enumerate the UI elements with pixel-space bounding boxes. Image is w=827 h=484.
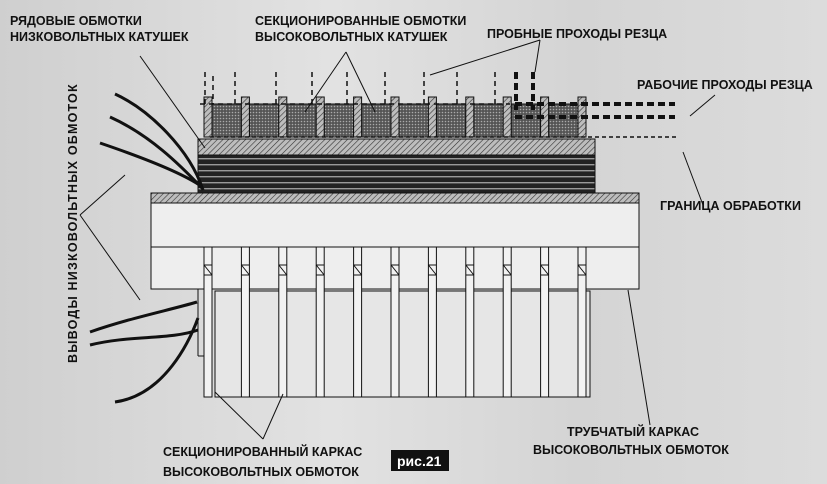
sectioned-frame-fins [203,246,587,398]
fin [502,246,512,398]
hv-section-flange [240,96,250,138]
hv-coil-section [361,103,392,138]
hv-section-flange [203,96,213,138]
fin [465,246,475,398]
figure-number: рис.21 [397,453,442,469]
label-lv-windings-1: РЯДОВЫЕ ОБМОТКИ [10,14,142,28]
hv-coil-section [548,103,579,138]
hv-coil-section [248,103,280,138]
fin [278,246,288,398]
fin-notch [390,264,400,276]
hv-coil-section [211,103,242,138]
fin-notch [315,264,325,276]
hv-coil-section [473,103,504,138]
hv-section-flange [465,96,475,138]
fin-notch [278,264,288,276]
fin-notch [577,264,587,276]
hv-section-flange [390,96,400,138]
fin [390,246,400,398]
hv-section-flange [315,96,325,138]
label-test-passes: ПРОБНЫЕ ПРОХОДЫ РЕЗЦА [487,27,667,41]
label-tubular-frame-1: ТРУБЧАТЫЙ КАРКАС [567,424,699,439]
fin [353,246,363,398]
hv-section-flange [353,96,363,138]
fin [315,246,325,398]
label-sectioned-frame-2: ВЫСОКОВОЛЬТНЫХ ОБМОТОК [163,465,359,479]
fin-notch [465,264,475,276]
lv-coil-windings [197,154,596,194]
label-hv-windings-1: СЕКЦИОНИРОВАННЫЕ ОБМОТКИ [255,14,466,28]
hv-coil-section [435,103,467,138]
label-lv-windings-2: НИЗКОВОЛЬТНЫХ КАТУШЕК [10,30,189,44]
figure-number-box [391,450,449,471]
fin [577,246,587,398]
hv-section-flange [427,96,437,138]
hv-section-flange [278,96,288,138]
label-sectioned-frame-1: СЕКЦИОНИРОВАННЫЙ КАРКАС [163,444,362,459]
hv-section-flange [502,96,512,138]
fin-notch [353,264,362,276]
lv-coil-top-plate [197,138,596,156]
fin-notch [428,264,437,276]
hv-coil-section [323,103,355,138]
label-tubular-frame-2: ВЫСОКОВОЛЬТНЫХ ОБМОТОК [533,443,729,457]
label-work-passes: РАБОЧИЕ ПРОХОДЫ РЕЗЦА [637,78,813,92]
fin-notch [540,264,549,276]
lv-lead-wires [89,92,205,404]
fin [203,246,213,398]
fin-notch [241,264,250,276]
hv-coil-section [286,103,317,138]
fin [427,246,437,398]
leader-lines [79,39,716,440]
fin-notch [203,264,213,276]
fin [540,246,550,398]
label-hv-windings-2: ВЫСОКОВОЛЬТНЫХ КАТУШЕК [255,30,448,44]
frame-bottom-bar [214,290,591,398]
hv-coil-section [398,103,429,138]
test-passes-dashed [200,72,510,105]
fin-notch [502,264,512,276]
label-lv-leads: ВЫВОДЫ НИЗКОВОЛЬТНЫХ ОБМОТОК [66,83,80,363]
tubular-frame-plate [150,192,640,204]
fin [240,246,250,398]
label-machining-boundary: ГРАНИЦА ОБРАБОТКИ [660,199,801,213]
